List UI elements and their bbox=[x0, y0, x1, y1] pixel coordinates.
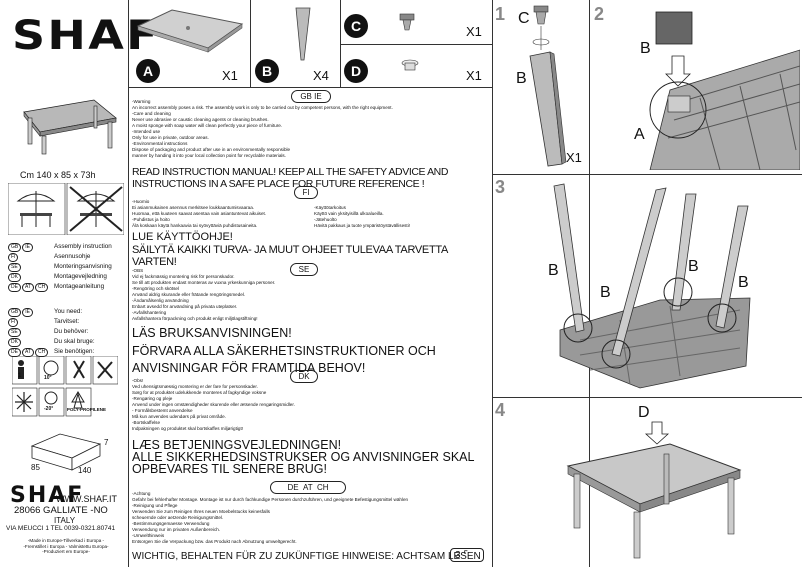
se-heading1: LÄS BRUKSANVISNINGEN! bbox=[132, 326, 292, 340]
part-c-cap bbox=[399, 13, 415, 31]
step-2-label-a: A bbox=[634, 126, 645, 143]
se-heading2: FÖRVARA ALLA SÄKERHETSINSTRUKTIONER OCH … bbox=[132, 344, 436, 375]
lang-badge-dk: DK bbox=[290, 370, 318, 383]
part-b-leg bbox=[295, 7, 311, 61]
dk-body: -Obs! Ved uhensigtsmæssig montering er d… bbox=[132, 378, 295, 431]
part-a-count: X1 bbox=[222, 68, 238, 83]
de-heading: WICHTIG, BEHALTEN FÜR ZU ZUKÜNFTIGE HINW… bbox=[132, 551, 481, 562]
step-4-number: 4 bbox=[495, 400, 506, 420]
de-body: -Achtung Gefahr bei fehlerhafter Montage… bbox=[132, 491, 409, 544]
divider bbox=[492, 397, 802, 398]
step-3-number: 3 bbox=[495, 177, 506, 197]
step-4-label-d: D bbox=[638, 404, 650, 421]
box-dim-width: 140 bbox=[78, 466, 92, 475]
divider bbox=[492, 0, 493, 567]
part-a-tabletop bbox=[136, 9, 244, 53]
table-illustration bbox=[23, 99, 117, 155]
part-d-plug bbox=[401, 59, 419, 71]
brand-logo: SHAF bbox=[12, 13, 160, 59]
part-a-badge: A bbox=[136, 59, 160, 83]
step-1-count: X1 bbox=[566, 150, 582, 165]
address: VIA MEUCCI 1 TEL 0039-0321.80741 bbox=[6, 525, 116, 532]
box-illustration bbox=[30, 433, 102, 471]
page-number: 3 ⌜ bbox=[450, 548, 484, 562]
fi-body-col1: -Huomio Ei asianmukainen asennus merkits… bbox=[132, 199, 267, 228]
step-1-number: 1 bbox=[495, 4, 506, 24]
step-3-label-b2: B bbox=[600, 284, 611, 301]
part-d-badge: D bbox=[344, 59, 368, 83]
box-dim-height: 7 bbox=[104, 438, 109, 447]
persons-count: 1 bbox=[18, 373, 22, 379]
city: 28066 GALLIATE -NO bbox=[14, 505, 108, 516]
divider bbox=[128, 87, 492, 88]
temp-hot: 10° bbox=[44, 375, 52, 381]
divider bbox=[250, 0, 251, 87]
part-d-count: X1 bbox=[466, 68, 482, 83]
box-dim-depth: 85 bbox=[31, 463, 40, 472]
step-3-label-b3: B bbox=[688, 258, 699, 275]
step-2-number: 2 bbox=[594, 4, 605, 24]
umbrella-warning-icons bbox=[8, 183, 124, 235]
part-c-count: X1 bbox=[466, 24, 482, 39]
usage-icons-grid bbox=[12, 356, 118, 417]
step-3-illustration bbox=[553, 183, 751, 389]
divider bbox=[492, 174, 802, 175]
step-1-label-b: B bbox=[516, 70, 527, 87]
part-b-count: X4 bbox=[313, 68, 329, 83]
product-dimensions: Cm 140 x 85 x 73h bbox=[20, 170, 96, 180]
divider bbox=[340, 44, 492, 45]
gb-body: -Warning An incorrect assembly poses a r… bbox=[132, 99, 393, 158]
temp-cold: -20° bbox=[44, 406, 54, 412]
fi-heading2: SÄILYTÄ KAIKKI TURVA- JA MUUT OHJEET TUL… bbox=[132, 244, 448, 268]
lang-badge-fi: FI bbox=[294, 186, 318, 199]
made-in: -Made in Europe-Tillverkad i Europa - -F… bbox=[23, 538, 109, 554]
se-body: -OBS Vid ej fackmässig montering risk fö… bbox=[132, 268, 276, 321]
footer-logo: SHAF bbox=[10, 483, 85, 508]
fi-body-col2: -Käyttötarkoitus Käyttö vain yksityisill… bbox=[314, 205, 410, 228]
material-label: POLY-PROPILENE bbox=[66, 407, 106, 412]
lang-badge-de: DE AT CH bbox=[270, 481, 346, 494]
part-b-badge: B bbox=[255, 59, 279, 83]
fi-heading1: LUE KÄYTTÖOHJE! bbox=[132, 231, 233, 243]
country: ITALY bbox=[54, 516, 76, 525]
step-4-illustration bbox=[566, 421, 742, 559]
step-1-illustration bbox=[529, 5, 567, 167]
gb-heading: READ INSTRUCTION MANUAL! KEEP ALL THE SA… bbox=[132, 166, 449, 190]
part-c-badge: C bbox=[344, 14, 368, 38]
step-3-label-b1: B bbox=[548, 262, 559, 279]
website: WWW.SHAF.IT bbox=[56, 494, 117, 504]
step-3-label-b4: B bbox=[738, 274, 749, 291]
lang-badge-gb-ie: GB IE bbox=[291, 90, 331, 103]
divider bbox=[589, 0, 590, 567]
dk-heading2: ALLE SIKKERHEDSINSTRUKSER OG ANVISNINGER… bbox=[132, 450, 474, 476]
divider bbox=[128, 0, 129, 567]
step-1-label-c: C bbox=[518, 10, 530, 27]
lang-badge-se: SE bbox=[290, 263, 318, 276]
divider bbox=[340, 0, 341, 87]
step-2-illustration bbox=[649, 11, 800, 170]
step-2-label-b: B bbox=[640, 40, 651, 57]
dk-heading1: LÆS BETJENINGSVEJLEDNINGEN! bbox=[132, 438, 342, 452]
